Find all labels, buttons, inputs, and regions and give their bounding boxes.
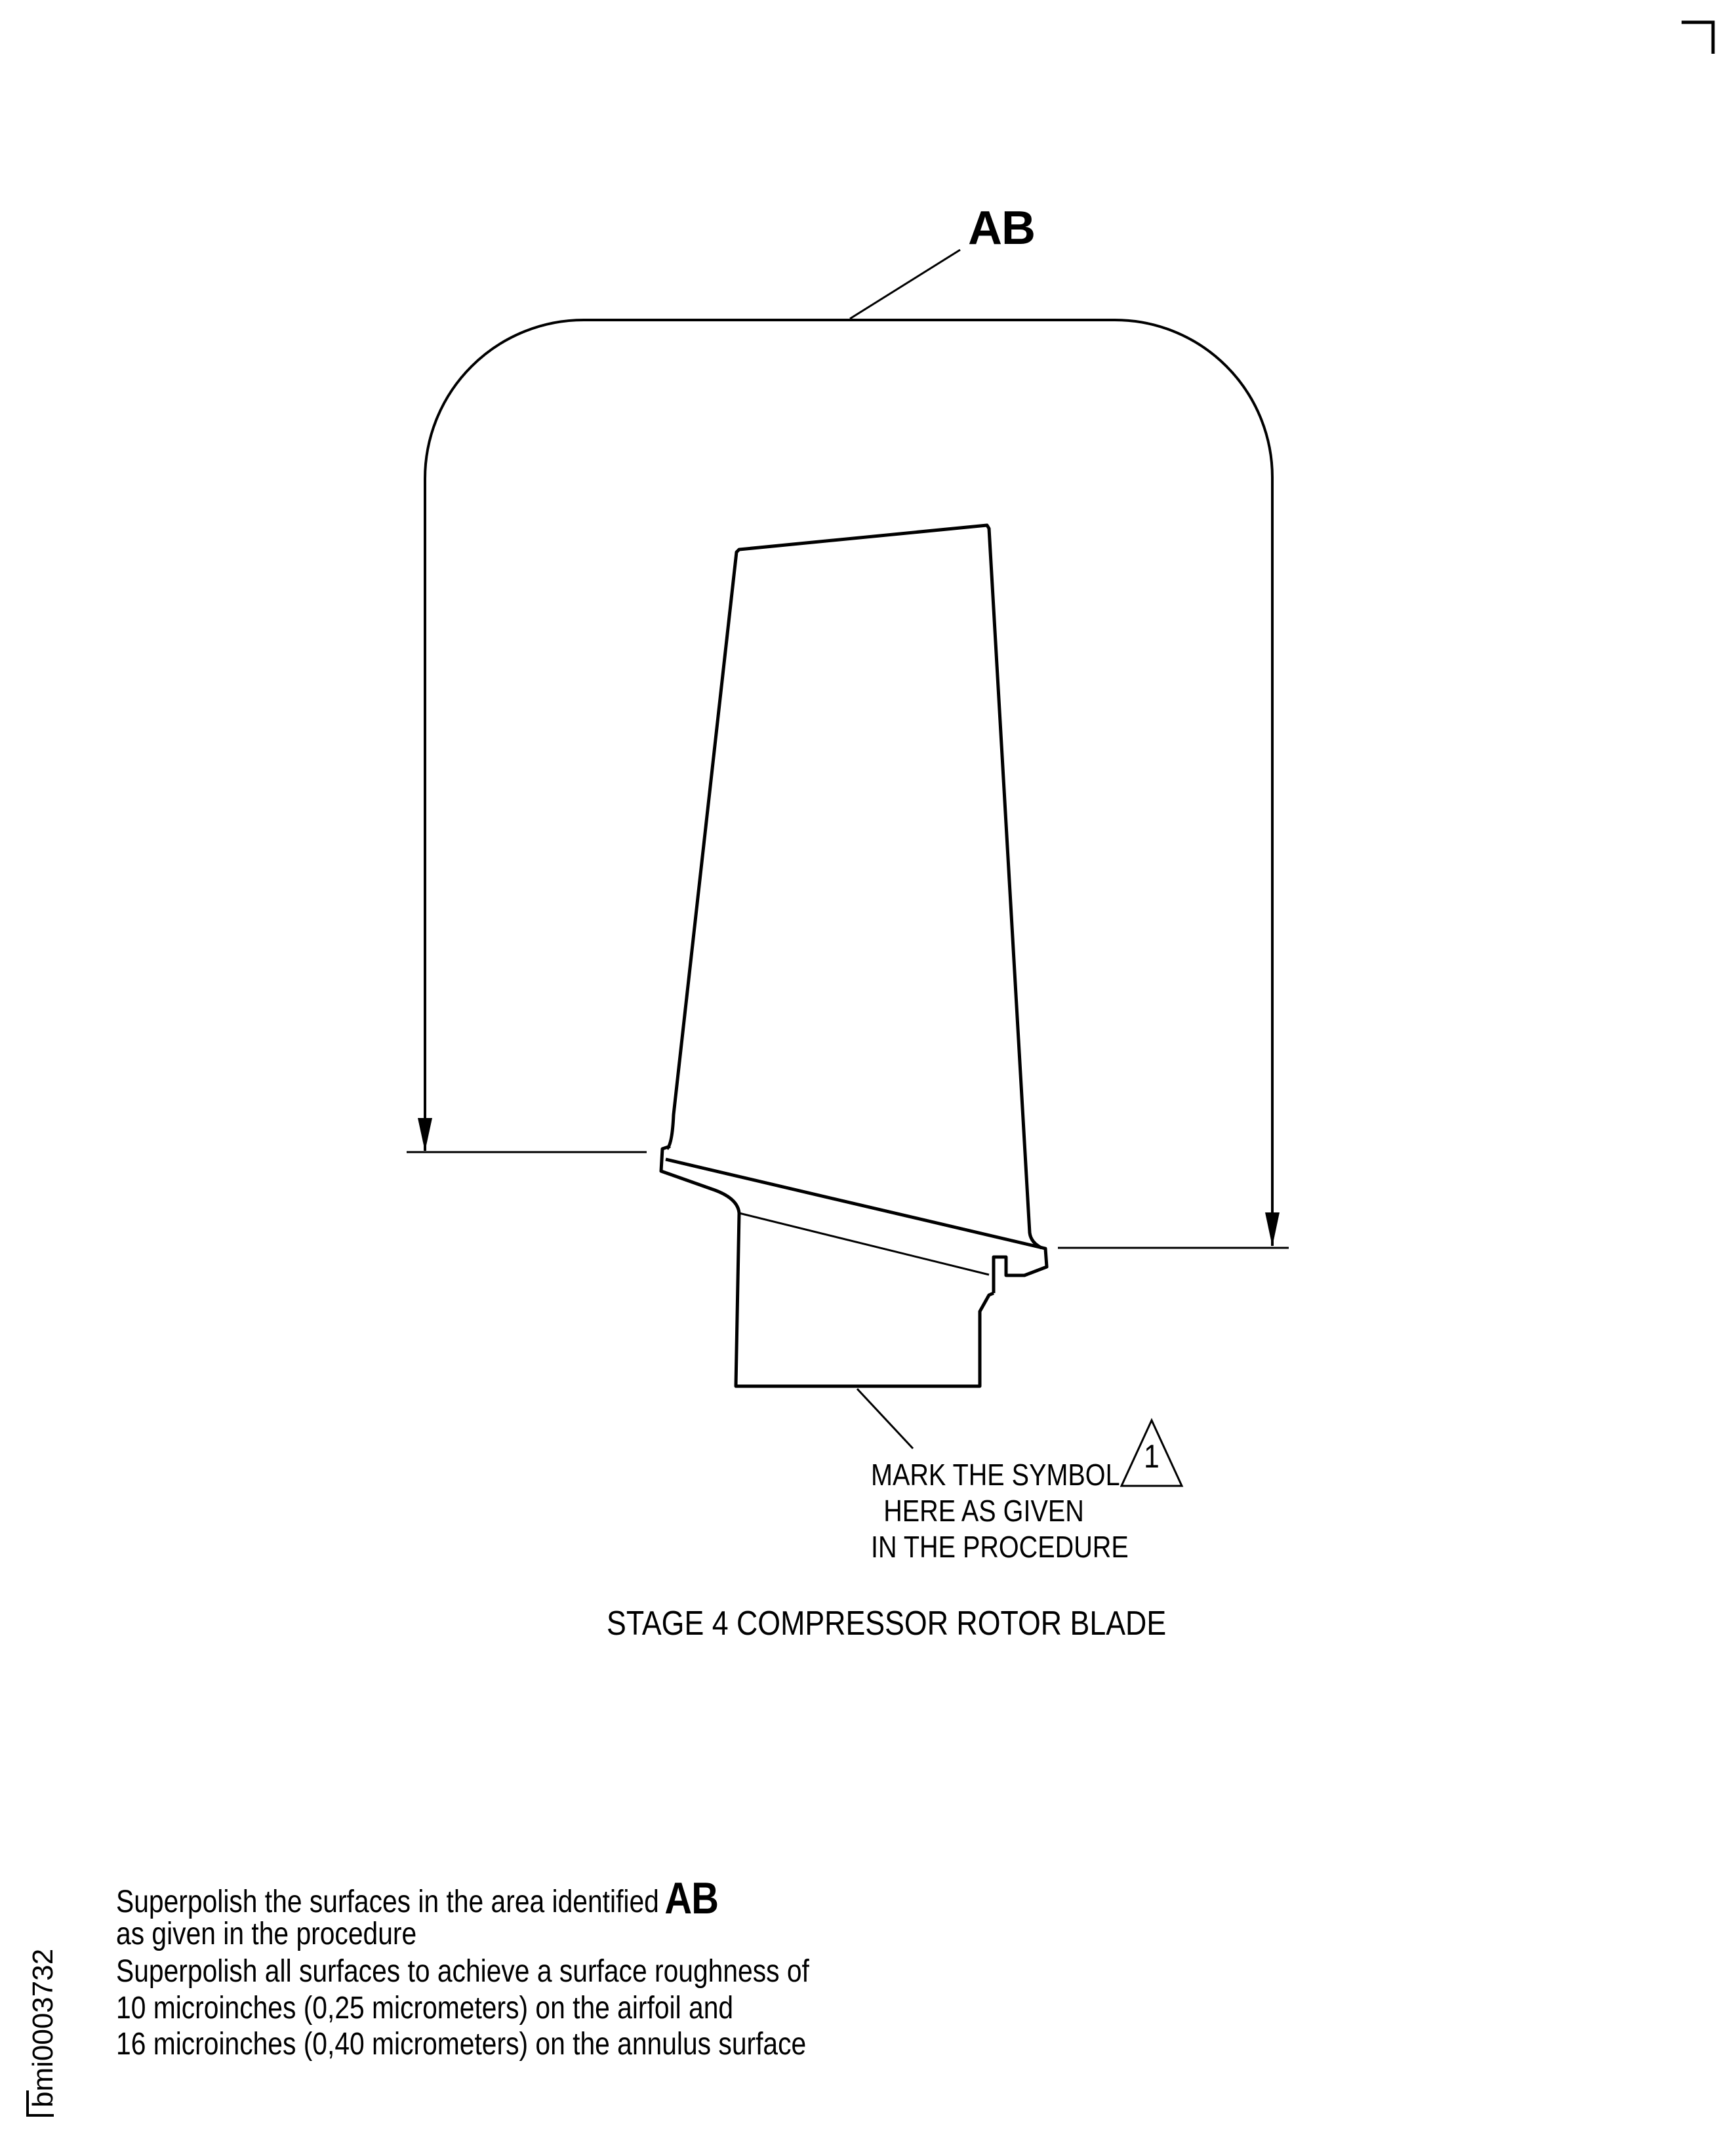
note-2-line-1: Superpolish all surfaces to achieve a su… — [116, 1954, 809, 1989]
airfoil-outline — [666, 523, 1043, 1250]
ab-leader-line — [849, 249, 961, 320]
callout-line-2: HERE AS GIVEN — [883, 1494, 1084, 1528]
callout-line-3: IN THE PROCEDURE — [871, 1530, 1129, 1564]
note-1-text: Superpolish the surfaces in the area ide… — [116, 1885, 659, 1919]
note-1-line-1: Superpolish the surfaces in the area ide… — [116, 1876, 809, 1921]
symbol-callout-text: MARK THE SYMBOL HERE AS GIVEN IN THE PRO… — [871, 1457, 1129, 1565]
platform-outline — [659, 1144, 1049, 1293]
symbol-callout-leader — [856, 1388, 914, 1450]
callout-line-1: MARK THE SYMBOL — [871, 1458, 1120, 1492]
note-1-ab-label: AB — [664, 1873, 719, 1923]
note-2-line-3: 16 microinches (0,40 micrometers) on the… — [116, 2027, 807, 2062]
zone-label-ab: AB — [968, 202, 1036, 254]
triangle-flag-number: 1 — [1144, 1438, 1160, 1475]
triangle-flag-icon — [1120, 1418, 1184, 1487]
ab-zone-boundary — [424, 319, 1274, 1246]
figure-id: bmi0003732 — [27, 1948, 59, 2107]
corner-crop-mark-top-right — [1682, 20, 1715, 54]
note-2-line-2: 10 microinches (0,25 micrometers) on the… — [116, 1990, 734, 2026]
arrowhead-left-icon — [418, 1118, 432, 1151]
note-1-line-2: as given in the procedure — [116, 1916, 417, 1951]
notes-block: Superpolish the surfaces in the area ide… — [116, 1876, 809, 2063]
corner-crop-mark-bottom-left — [26, 2090, 54, 2117]
compressor-rotor-blade — [659, 523, 1049, 1388]
arrowhead-right-icon — [1265, 1212, 1280, 1247]
shank-outline — [734, 1212, 994, 1388]
platform-lower-edge — [738, 1212, 990, 1276]
figure-title: STAGE 4 COMPRESSOR ROTOR BLADE — [607, 1605, 1167, 1643]
